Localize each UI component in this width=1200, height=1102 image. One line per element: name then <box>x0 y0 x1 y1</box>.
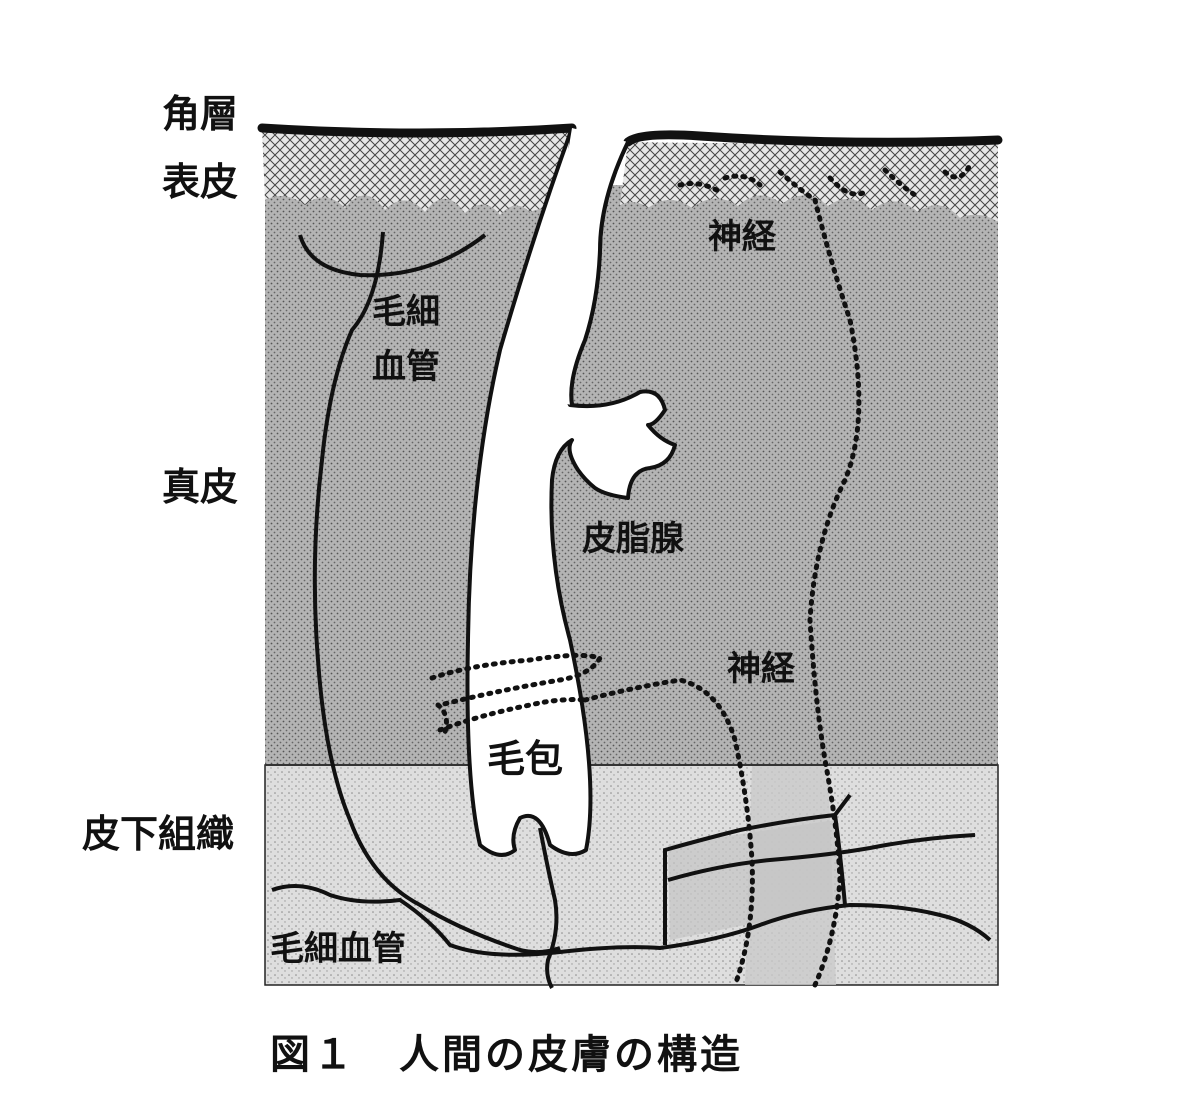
nerve-follicle-loop-2 <box>437 697 588 733</box>
label-epidermis: 表皮 <box>162 160 239 204</box>
capillary-upper-branch <box>312 231 561 955</box>
label-sebaceous-gland: 皮脂腺 <box>582 519 684 559</box>
nerve-follicle-loop-3 <box>435 702 449 735</box>
label-hair-follicle: 毛包 <box>487 737 564 781</box>
stratum-corneum-right <box>623 130 1003 147</box>
label-capillary-upper-1: 毛細 <box>372 292 440 332</box>
label-dermis: 真皮 <box>162 465 239 509</box>
hair-follicle-shape <box>465 126 677 857</box>
capillary-lower-3 <box>667 833 976 882</box>
capillary-lower-2 <box>663 793 852 945</box>
capillary-follicle <box>538 827 559 989</box>
epidermis-left <box>262 128 570 215</box>
vessel-band <box>668 820 845 940</box>
label-subcutaneous: 皮下組織 <box>82 812 235 856</box>
label-nerve-lower: 神経 <box>727 649 795 689</box>
stratum-corneum-left <box>257 123 577 138</box>
figure-caption: 図１ 人間の皮膚の構造 <box>270 1032 743 1078</box>
epidermis-right <box>620 140 998 222</box>
capillary-lower <box>271 884 992 957</box>
label-nerve-upper: 神経 <box>708 217 776 257</box>
label-capillary-lower: 毛細血管 <box>270 929 406 969</box>
label-stratum-corneum: 角層 <box>162 92 239 136</box>
label-capillary-upper-2: 血管 <box>372 347 440 387</box>
capillary-upper <box>298 233 487 278</box>
nerve-follicle-loop-1 <box>429 652 604 708</box>
nerve-main <box>807 197 862 988</box>
nerve-lower <box>582 677 755 988</box>
follicle-fill-patch <box>545 128 628 405</box>
nerve-surface-branches <box>677 162 973 203</box>
